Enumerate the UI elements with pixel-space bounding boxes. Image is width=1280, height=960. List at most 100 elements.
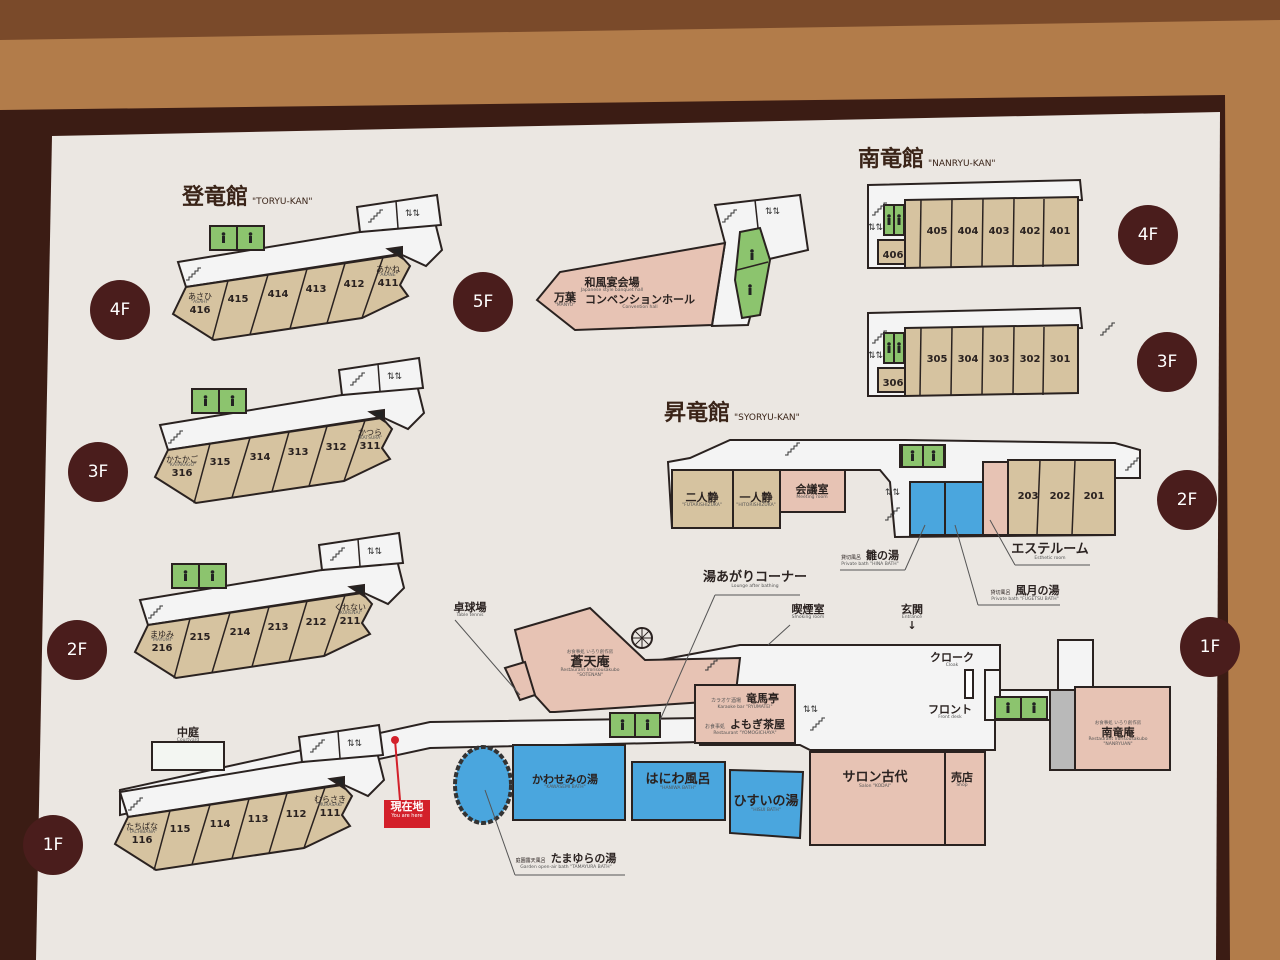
guest-room-202[interactable]: 202 bbox=[1050, 491, 1071, 503]
wall bbox=[754, 199, 759, 229]
places-shop-name: 売店 bbox=[951, 770, 973, 784]
hina-prefix: 貸切風呂 bbox=[840, 555, 861, 562]
guest-room-211[interactable]: くれない"KURENAI"211 bbox=[334, 603, 366, 628]
guest-room-302[interactable]: 302 bbox=[1019, 353, 1041, 366]
hitori-shizuka-label[interactable]: 一人静"HITORISHIZUKA" bbox=[736, 492, 776, 508]
guest-room-214[interactable]: 214 bbox=[230, 627, 251, 639]
toryu-rooms-f1-1-num: 115 bbox=[169, 823, 191, 835]
haniwa-bath-label[interactable]: はにわ風呂"HANIWA BATH" bbox=[645, 773, 710, 791]
guest-room-112[interactable]: 112 bbox=[286, 809, 307, 821]
elevator-icon: ⇅⇅ bbox=[803, 705, 819, 715]
places-banquet-sub1: Japanese style banquet hall bbox=[580, 287, 644, 293]
restroom-icon bbox=[750, 253, 754, 260]
guest-room-412[interactable]: 412 bbox=[344, 279, 365, 291]
leader bbox=[767, 624, 791, 646]
guest-room-305[interactable]: 305 bbox=[927, 354, 948, 366]
guest-room-203[interactable]: 203 bbox=[1018, 491, 1039, 503]
building-romaji: "SYORYU-KAN" bbox=[734, 413, 800, 423]
guest-room-114[interactable]: 114 bbox=[210, 819, 231, 831]
guest-room-416[interactable]: あさひ"ASAHI"416 bbox=[188, 292, 212, 317]
fugetsu-bath bbox=[944, 481, 984, 536]
guest-room-113[interactable]: 113 bbox=[248, 814, 269, 826]
guest-room-415[interactable]: 415 bbox=[228, 294, 249, 306]
places-banquet-prefix-sub: "MANYO" bbox=[554, 302, 576, 308]
guest-room-413[interactable]: 413 bbox=[306, 284, 327, 296]
futari-shizuka-label[interactable]: 二人静"FUTARISHIZUKA" bbox=[682, 492, 722, 508]
hisui-bath-label[interactable]: ひすいの湯"HISUI BATH" bbox=[733, 795, 798, 813]
guest-room-115[interactable]: 115 bbox=[169, 823, 191, 836]
nanryu-rooms-f4-3: 403 bbox=[988, 225, 1010, 237]
stairs-icon bbox=[148, 605, 163, 619]
nanryu-rooms-f3-4: 302 bbox=[1019, 353, 1041, 365]
tamayura-prefix: 庭園露天風呂 bbox=[515, 858, 546, 865]
guest-room-411[interactable]: あかね"AKANE"411 bbox=[376, 265, 400, 290]
stairs-icon bbox=[330, 547, 345, 561]
guest-room-311[interactable]: かつら"KATSURA"311 bbox=[358, 428, 383, 453]
restroom-icon bbox=[750, 249, 754, 253]
guest-room-401[interactable]: 401 bbox=[1050, 226, 1071, 238]
guest-room-216[interactable]: まゆみ"MAYUMI"216 bbox=[150, 630, 174, 655]
wood-frame-top bbox=[0, 0, 1280, 40]
building-name: 昇竜館 bbox=[664, 400, 731, 426]
toryu-rooms-f4-5-romaji: "AKANE" bbox=[378, 273, 398, 279]
restroom-icon bbox=[222, 236, 225, 243]
kawasemi-bath-label[interactable]: かわせみの湯"KAWASEMI BATH" bbox=[532, 774, 598, 790]
elevator-icon: ⇅⇅ bbox=[405, 209, 421, 219]
guest-room-116[interactable]: たちばな"TACHIBANA"116 bbox=[126, 822, 158, 847]
guest-room-405[interactable]: 405 bbox=[927, 226, 948, 238]
guest-room-313[interactable]: 313 bbox=[288, 447, 309, 459]
guest-room-402[interactable]: 402 bbox=[1020, 226, 1041, 238]
places-banquet-prefix: 万葉 bbox=[554, 290, 576, 304]
floor-badge-t1: 1F bbox=[23, 815, 83, 875]
room-divider bbox=[191, 804, 211, 865]
guest-room-312[interactable]: 312 bbox=[326, 442, 347, 454]
guest-room-315[interactable]: 315 bbox=[210, 457, 231, 469]
leader bbox=[484, 789, 516, 876]
guest-room-215[interactable]: 215 bbox=[190, 632, 211, 644]
room-divider bbox=[308, 426, 328, 487]
guest-room-404[interactable]: 404 bbox=[958, 226, 979, 238]
guest-room-316[interactable]: かたかご"KATAKAGO"316 bbox=[166, 455, 198, 480]
stairs-icon bbox=[1100, 322, 1115, 336]
syoryu-building-title: 昇竜館"SYORYU-KAN" bbox=[664, 400, 800, 426]
floor-badge-t4: 4F bbox=[90, 280, 150, 340]
guest-room-303[interactable]: 303 bbox=[989, 354, 1010, 366]
places-lounge-sub: Lounge after bathing bbox=[731, 583, 779, 589]
guest-room-306[interactable]: 306 bbox=[883, 378, 904, 390]
guest-room-403[interactable]: 403 bbox=[988, 225, 1010, 238]
room-divider bbox=[303, 787, 326, 849]
stair-elevator-hall bbox=[355, 193, 443, 234]
tamayura-name: たまゆらの湯 bbox=[550, 852, 617, 866]
guest-room-304[interactable]: 304 bbox=[958, 354, 979, 366]
guest-room-314[interactable]: 314 bbox=[250, 452, 271, 464]
guest-room-212[interactable]: 212 bbox=[306, 617, 327, 629]
places-entrance-name: 玄関 bbox=[901, 603, 923, 617]
yomogi-prefix: お食事処 bbox=[704, 724, 725, 731]
floor-badge-1f-main: 1F bbox=[1180, 617, 1240, 677]
places-nanryuan-sub2: "NANRYUAN" bbox=[1103, 742, 1133, 748]
guest-room-201[interactable]: 201 bbox=[1084, 491, 1105, 503]
guest-room-213[interactable]: 213 bbox=[268, 622, 289, 634]
fugetsu-name: 風月の湯 bbox=[1015, 584, 1060, 598]
guest-room-406[interactable]: 406 bbox=[883, 250, 904, 262]
guest-room-414[interactable]: 414 bbox=[268, 289, 289, 301]
toryu-rooms-f4-5-num: 411 bbox=[377, 278, 399, 290]
guest-room-111[interactable]: むらさき"MURASAKI"111 bbox=[314, 795, 346, 820]
guest-room-301[interactable]: 301 bbox=[1050, 354, 1071, 366]
room-divider bbox=[981, 326, 984, 396]
stairs-icon bbox=[705, 657, 720, 671]
